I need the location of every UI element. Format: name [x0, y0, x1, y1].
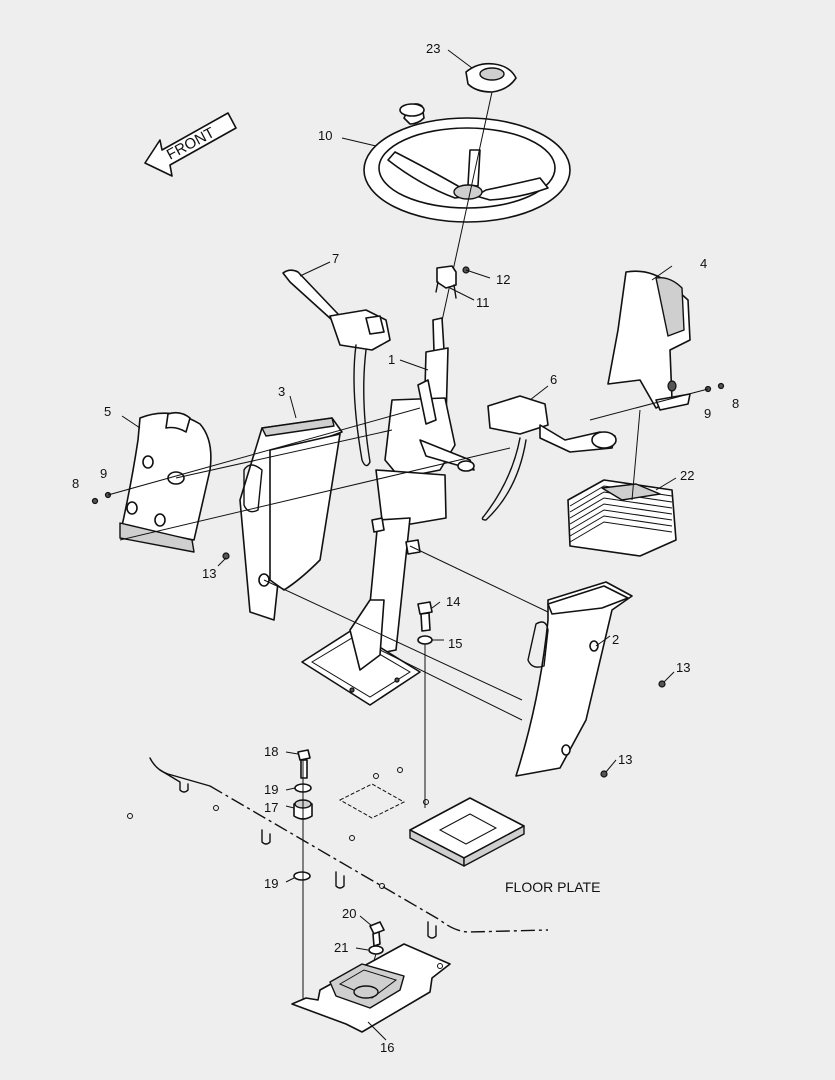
- callout-5: 5: [104, 404, 111, 419]
- callout-19-lower: 19: [264, 876, 278, 891]
- left-side-panel: [239, 417, 343, 621]
- callout-9-left: 9: [100, 466, 107, 481]
- right-control-lever: [481, 395, 617, 521]
- right-side-panel: [515, 581, 633, 777]
- callout-13-left: 13: [202, 566, 216, 581]
- front-arrow-icon: [144, 112, 237, 177]
- floor-plate: [127, 757, 549, 939]
- screw-8-left: [91, 497, 99, 505]
- callout-17: 17: [264, 800, 278, 815]
- callout-11: 11: [476, 295, 490, 310]
- callout-15: 15: [448, 636, 462, 651]
- callout-2: 2: [612, 632, 619, 647]
- callout-21: 21: [334, 940, 348, 955]
- callout-8-right: 8: [732, 396, 739, 411]
- floor-plate-label: FLOOR PLATE: [505, 879, 600, 895]
- callout-23: 23: [426, 41, 440, 56]
- callout-9-right: 9: [704, 406, 711, 421]
- screw-13-right-upper: [658, 680, 666, 688]
- callout-10: 10: [318, 128, 332, 143]
- steering-wheel: [363, 103, 571, 223]
- callout-8-left: 8: [72, 476, 79, 491]
- callout-3: 3: [278, 384, 285, 399]
- right-shroud-cover: [607, 270, 691, 411]
- bolt-14: [417, 601, 433, 645]
- shift-boot: [567, 479, 677, 557]
- callout-14: 14: [446, 594, 460, 609]
- screw-13-left: [222, 552, 230, 560]
- callout-7: 7: [332, 251, 339, 266]
- callout-6: 6: [550, 372, 557, 387]
- callout-19-upper: 19: [264, 782, 278, 797]
- left-control-lever: [282, 269, 391, 467]
- front-label: FRONT: [164, 124, 218, 163]
- left-shroud-cover: [119, 411, 212, 553]
- column-base-plate: [301, 599, 421, 706]
- screw-8-right: [717, 382, 725, 390]
- callout-12: 12: [496, 272, 510, 287]
- steering-cap: [465, 62, 517, 93]
- callout-4: 4: [700, 256, 707, 271]
- callout-13-right-lower: 13: [618, 752, 632, 767]
- base-plate: [291, 943, 451, 1033]
- bolt-20: [368, 921, 385, 955]
- callout-20: 20: [342, 906, 356, 921]
- callout-22: 22: [680, 468, 694, 483]
- mount-hardware-stack: [293, 749, 313, 881]
- callout-16: 16: [380, 1040, 394, 1055]
- screw-13-right-lower: [600, 770, 608, 778]
- callout-13-right-upper: 13: [676, 660, 690, 675]
- callout-18: 18: [264, 744, 278, 759]
- callout-1: 1: [388, 352, 395, 367]
- column-adapter: [435, 265, 470, 299]
